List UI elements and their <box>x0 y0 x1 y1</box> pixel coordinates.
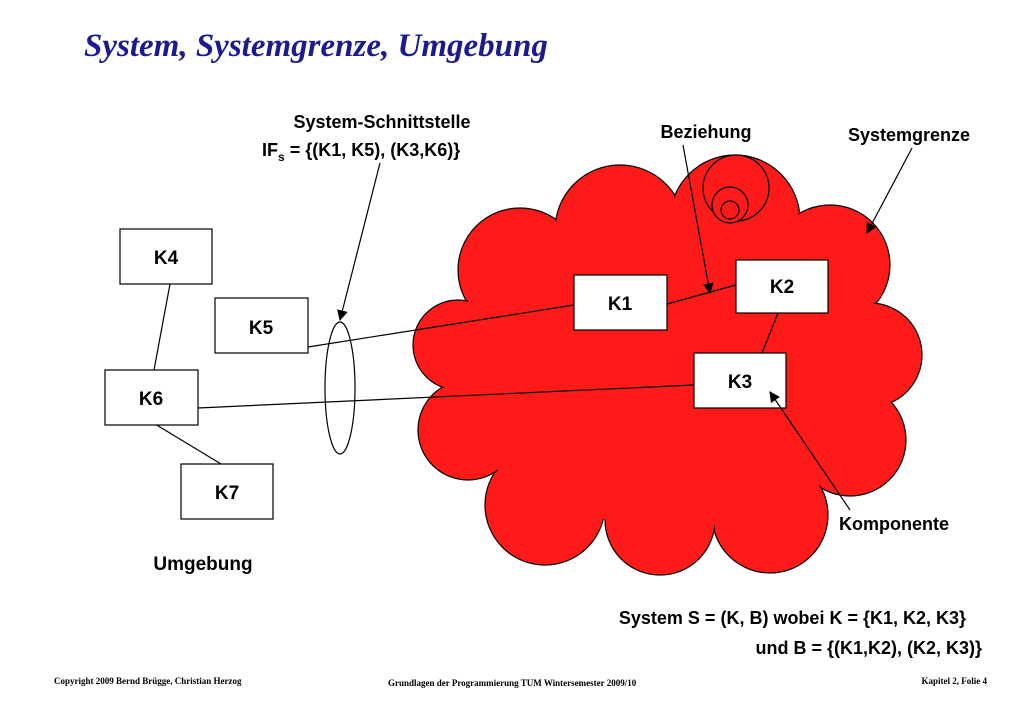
environment-label: Umgebung <box>153 554 252 575</box>
interface-title: System-Schnittstelle <box>293 112 470 132</box>
footer-copyright: Copyright 2009 Bernd Brügge, Christian H… <box>54 676 242 686</box>
component-k6: K6 <box>104 369 199 426</box>
component-k1: K1 <box>573 274 668 331</box>
component-k2: K2 <box>735 259 829 314</box>
system-definition-line2: und B = {(K1,K2), (K2, K3)} <box>755 638 982 658</box>
relation-k1-k5 <box>307 304 575 348</box>
component-k3: K3 <box>693 352 787 409</box>
boundary-arrow <box>866 147 913 234</box>
component-k5-label: K5 <box>249 318 274 339</box>
system-definition-line1: System S = (K, B) wobei K = {K1, K2, K3} <box>619 608 966 628</box>
footer-course: Grundlagen der Programmierung TUM Winter… <box>388 678 637 688</box>
component-arrow <box>769 391 851 511</box>
component-k1-label: K1 <box>608 294 633 315</box>
interface-definition: IFs = {(K1, K5), (K3,K6)} <box>262 140 460 164</box>
slide-title: System, Systemgrenze, Umgebung <box>84 28 548 64</box>
component-k5: K5 <box>214 297 309 354</box>
component-k2-label: K2 <box>770 277 794 298</box>
relation-k4-k6 <box>153 283 171 371</box>
component-k7-label: K7 <box>215 483 239 504</box>
component-label: Komponente <box>839 514 949 534</box>
interface-prefix: IF <box>262 140 278 160</box>
relation-k6-k7 <box>154 423 222 465</box>
interface-ellipse <box>324 321 356 455</box>
relation-k2-k3 <box>761 312 779 354</box>
component-k3-label: K3 <box>728 372 752 393</box>
relation-arrow <box>682 144 714 295</box>
interface-value: = {(K1, K5), (K3,K6)} <box>285 140 461 160</box>
thought-bubbles <box>702 154 770 224</box>
footer-page-number: Kapitel 2, Folie 4 <box>921 676 988 686</box>
relation-k3-k6 <box>197 384 695 409</box>
component-k6-label: K6 <box>139 389 163 410</box>
component-k4-label: K4 <box>154 248 179 269</box>
system-boundary-label: Systemgrenze <box>848 125 970 145</box>
interface-arrow <box>337 162 381 322</box>
component-k4: K4 <box>119 228 213 285</box>
relation-label: Beziehung <box>660 122 751 142</box>
relation-k1-k2 <box>666 284 737 305</box>
component-k7: K7 <box>180 463 274 520</box>
interface-subscript: s <box>278 150 285 164</box>
